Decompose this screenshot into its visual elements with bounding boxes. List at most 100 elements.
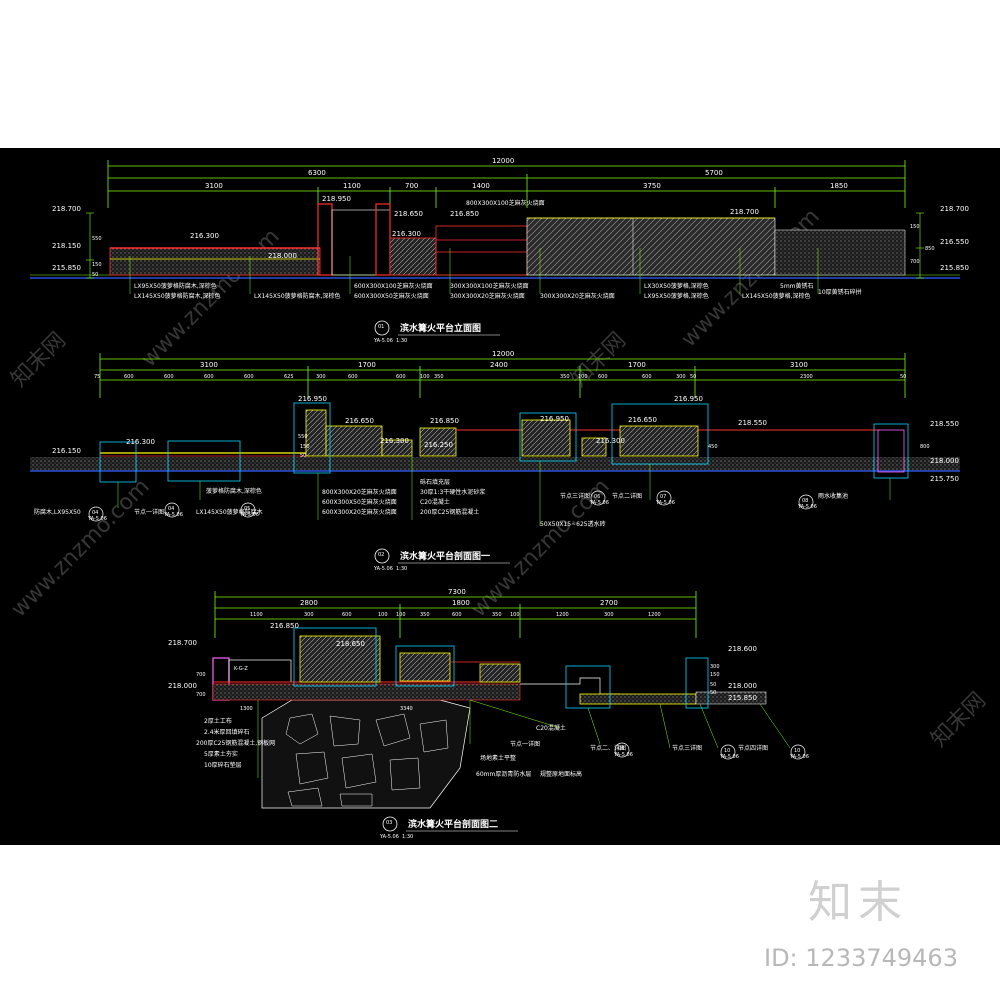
bottom-dimension: 3340: [400, 706, 413, 712]
gravel-edge: [695, 691, 767, 705]
elevation-mark: 216.850: [450, 210, 479, 218]
material-label: 节点一详图: [510, 740, 540, 748]
step-block: [381, 439, 413, 457]
dimension-value: 600: [348, 374, 358, 380]
drain-box: [877, 429, 905, 473]
dimension-value: 1850: [830, 182, 848, 190]
dimension-value: 1100: [343, 182, 361, 190]
material-label: LX30X50菠萝格,深棕色: [644, 282, 709, 290]
dimension-value: 1400: [472, 182, 490, 190]
elevation-mark: 215.850: [940, 264, 969, 272]
material-label: C20混凝土: [420, 498, 450, 506]
step-block: [581, 437, 607, 457]
material-label: LX145X50菠萝格防腐木,深棕色: [254, 292, 341, 300]
material-label: 600X300X50芝麻灰火烧面: [354, 292, 429, 300]
side-dimension: 700: [196, 692, 206, 698]
side-dimension: 550: [298, 434, 308, 440]
callout-number: 10: [724, 748, 730, 754]
subgrade: [30, 457, 960, 471]
side-dimension: 550: [92, 236, 102, 242]
elevation-mark: 218.000: [268, 252, 297, 260]
brand-logo: 知末: [808, 877, 908, 928]
side-dimension: 150: [92, 262, 102, 268]
callout-ref: YA-5.06: [797, 504, 817, 510]
dimension-value: 350: [560, 374, 570, 380]
callout-number: 08: [802, 498, 808, 504]
side-dimension: 50: [300, 453, 306, 459]
dimension-value: 100: [510, 612, 520, 618]
material-label: 防腐木,LX95X50: [34, 508, 81, 516]
material-label: 2.4米厚回填碎石: [204, 728, 250, 736]
callout-number: 05: [244, 506, 250, 512]
dimension-value: 600: [342, 612, 352, 618]
dimension-value: 300: [676, 374, 686, 380]
elevation-mark: 218.700: [730, 208, 759, 216]
callout-ref: YA-5.06: [719, 754, 739, 760]
elevation-mark: 216.300: [126, 438, 155, 446]
material-label: 300X300X20芝麻灰火烧面: [540, 292, 615, 300]
dimension-total: 12000: [492, 350, 514, 358]
material-label: 10厚黄锈石碎拼: [818, 288, 862, 296]
material-label: 砾石填充层: [420, 478, 450, 486]
dimension-value: 100: [420, 374, 430, 380]
callout-ref: YA-5.06: [239, 512, 259, 518]
watermark: www.znzmo.com: [467, 474, 615, 622]
dimension-value: 1700: [628, 361, 646, 369]
dimension-value: 350: [434, 374, 444, 380]
image-id: ID: 1233749463: [764, 944, 958, 972]
side-dimension: 300: [710, 664, 720, 670]
bottom-dimension: 1300: [240, 706, 253, 712]
callout-number: 04: [92, 510, 98, 516]
dimension-total: 12000: [492, 157, 514, 165]
elevation-mark: 218.000: [930, 457, 959, 465]
side-dimension: 850: [925, 246, 935, 252]
detail-callout: 06 YA-5.06: [613, 742, 633, 758]
material-label: 30厚1:3干硬性水泥砂浆: [420, 488, 485, 496]
callout-ref: YA-5.06: [789, 754, 809, 760]
dimension-value: 600: [396, 374, 406, 380]
seat-block: [419, 427, 457, 457]
elevation-mark: 215.750: [930, 475, 959, 483]
view-number: 03: [386, 820, 392, 826]
dimension-value: 600: [642, 374, 652, 380]
section-one-view: 12000 3100 1700 2400 1700 3100 75 600 60…: [30, 350, 960, 572]
side-dimension: 800: [920, 444, 930, 450]
material-label: 雨水收集池: [818, 492, 848, 500]
material-label: LX145X50菠萝格,深棕色: [742, 292, 811, 300]
callout-ref: YA-5.06: [589, 500, 609, 506]
elevation-mark: 216.950: [540, 415, 569, 423]
elevation-mark: 218.600: [728, 645, 757, 653]
watermark: 知末网: [567, 328, 631, 392]
callout-ref: YA-5.06: [163, 512, 183, 518]
view-number-circle: [374, 320, 390, 336]
material-label: 菠萝格防腐木,深棕色: [206, 487, 262, 495]
side-dimension: 700: [196, 672, 206, 678]
elevation-mark: 218.000: [168, 682, 197, 690]
callout-number: 04: [168, 506, 174, 512]
material-label: 300X300X100芝麻灰火烧面: [450, 282, 529, 290]
dimension-value: 100: [378, 612, 388, 618]
material-label: LX145X50菠萝格防腐木: [196, 508, 263, 516]
watermark: 知末网: [927, 688, 991, 752]
elevation-mark: 215.850: [52, 264, 81, 272]
material-label: 5厚素土夯实: [204, 750, 238, 758]
view-title: 滨水篝火平台剖面图一: [400, 550, 490, 562]
elevation-mark: 218.550: [930, 420, 959, 428]
side-dimension: 450: [708, 444, 718, 450]
elevation-mark: 216.950: [674, 395, 703, 403]
detail-callout: 04 YA-5.06: [163, 502, 183, 518]
dimension-value: 600: [204, 374, 214, 380]
wall-frame: [331, 209, 391, 276]
material-label: 200厚C25钢筋混凝土: [420, 508, 479, 516]
material-label: 节点三详图: [672, 744, 702, 752]
callout-ref: YA-5.06: [87, 516, 107, 522]
elevation-mark: 218.650: [336, 640, 365, 648]
elevation-mark: 216.650: [628, 416, 657, 424]
material-label: 50X50X15~625透水砖: [540, 520, 606, 528]
dimension-value: 1200: [556, 612, 569, 618]
material-label: 节点四详图: [738, 744, 768, 752]
gravel-bed: [774, 229, 906, 276]
material-label: 10厚碎石垫层: [204, 761, 242, 769]
material-label: C20混凝土: [536, 724, 566, 732]
sheet-ref: YA-5.06: [373, 566, 393, 572]
